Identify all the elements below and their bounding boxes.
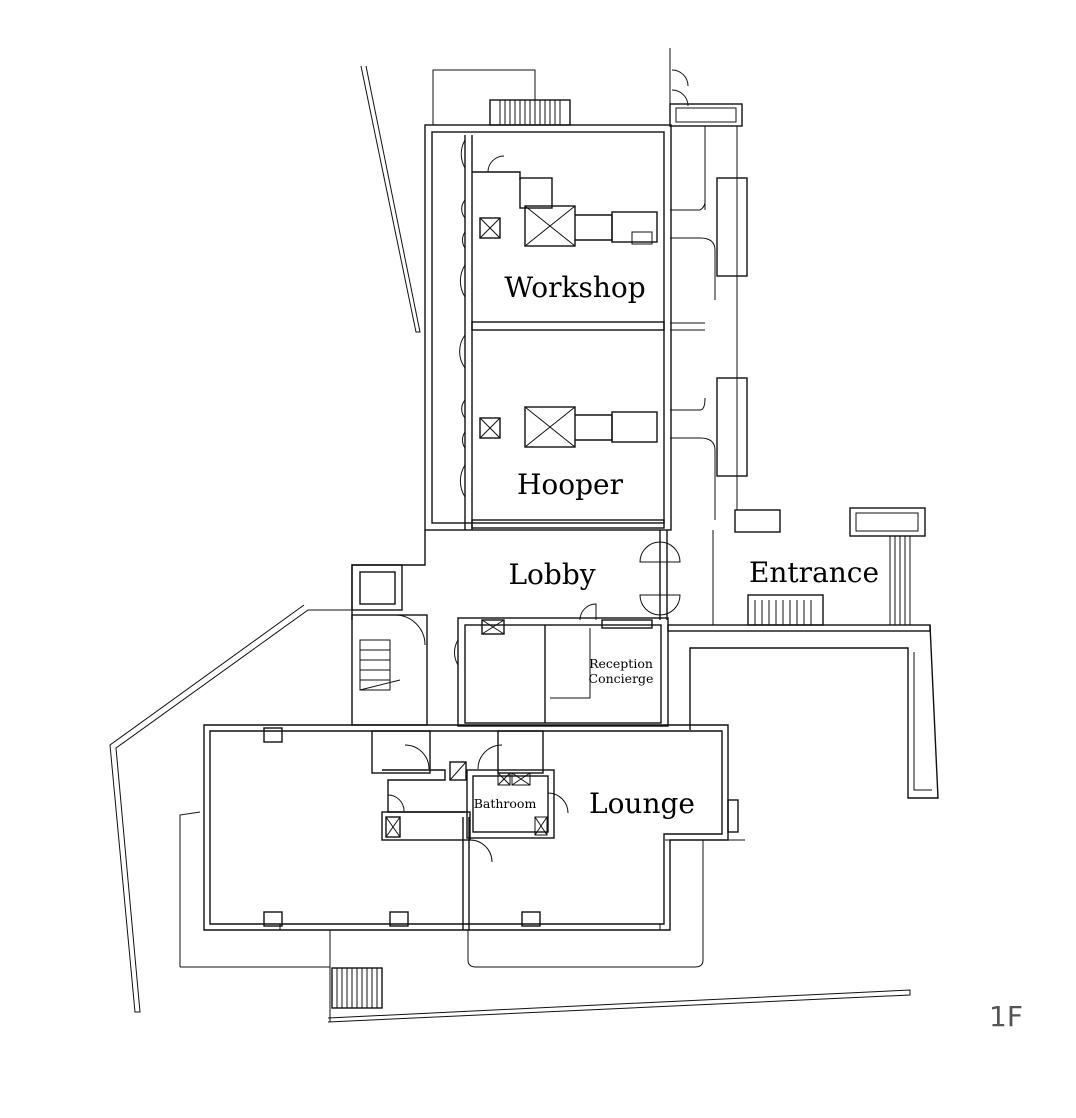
- hooper-core: [459, 334, 658, 498]
- west-stair: [351, 614, 428, 726]
- entrance-area: [667, 507, 939, 799]
- room-label-hooper: Hooper: [517, 468, 624, 501]
- room-label-concierge: Concierge: [589, 671, 654, 686]
- room-label-lounge: Lounge: [589, 787, 695, 820]
- room-label-entrance: Entrance: [749, 556, 879, 589]
- south-block: [203, 724, 745, 968]
- room-label-reception: Reception: [589, 656, 653, 671]
- workshop-core: [459, 139, 658, 298]
- floor-level-label: 1F: [989, 1000, 1023, 1033]
- top-stairs: [489, 99, 571, 126]
- room-label-workshop: Workshop: [504, 271, 645, 304]
- south-stairs: [329, 930, 383, 1022]
- north-wing: [424, 48, 672, 531]
- room-label-bathroom: Bathroom: [474, 796, 537, 811]
- room-label-lobby: Lobby: [508, 558, 595, 591]
- lobby-area: [351, 530, 714, 625]
- site-boundary: [109, 65, 911, 1023]
- reception-block: [454, 603, 669, 727]
- east-balconies: [669, 69, 781, 533]
